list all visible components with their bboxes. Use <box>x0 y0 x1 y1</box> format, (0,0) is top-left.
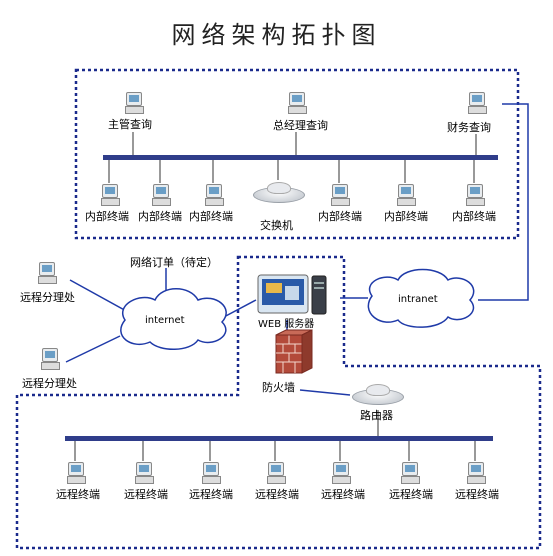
pc-label-finance: 财务查询 <box>447 121 491 134</box>
switch-icon <box>253 182 305 203</box>
online-order-label: 网络订单（待定） <box>130 256 218 269</box>
web-server-label: WEB 服务器 <box>258 319 315 330</box>
computer-icon <box>396 184 416 206</box>
computer-icon <box>201 462 221 484</box>
internal-terminal-label: 内部终端 <box>384 210 428 223</box>
remote-terminal-label: 远程终端 <box>56 488 100 501</box>
switch-label: 交换机 <box>260 219 293 232</box>
bottom-bus <box>65 436 493 441</box>
computer-icon <box>66 462 86 484</box>
server-icon <box>257 274 327 315</box>
firewall-icon <box>275 329 313 374</box>
computer-icon <box>151 184 171 206</box>
internet-cloud <box>120 288 227 350</box>
top-network-frame <box>74 68 520 240</box>
remote-terminal-label: 远程终端 <box>321 488 365 501</box>
diagram-title: 网络架构拓扑图 <box>171 21 382 49</box>
computer-icon <box>124 92 144 114</box>
internal-terminal-label: 内部终端 <box>85 210 129 223</box>
computer-icon <box>266 462 286 484</box>
internal-terminal-label: 内部终端 <box>452 210 496 223</box>
remote-terminal-label: 远程终端 <box>389 488 433 501</box>
computer-icon <box>37 262 57 284</box>
computer-icon <box>40 348 60 370</box>
intranet-link <box>478 103 529 301</box>
computer-icon <box>331 462 351 484</box>
internal-terminal-label: 内部终端 <box>318 210 362 223</box>
internet-label: internet <box>145 315 185 326</box>
branch-label: 远程分理处 <box>22 377 77 390</box>
branch-label: 远程分理处 <box>20 291 75 304</box>
router-label: 路由器 <box>360 409 393 422</box>
firewall-label: 防火墙 <box>262 381 295 394</box>
top-bus <box>103 155 498 160</box>
remote-terminal-label: 远程终端 <box>124 488 168 501</box>
bottom-network-frame <box>15 255 542 550</box>
router-icon <box>352 384 404 405</box>
computer-icon <box>466 462 486 484</box>
internal-terminal-label: 内部终端 <box>189 210 233 223</box>
computer-icon <box>465 184 485 206</box>
pc-label-gm: 总经理查询 <box>273 119 328 132</box>
intranet-label: intranet <box>398 294 438 305</box>
computer-icon <box>287 92 307 114</box>
computer-icon <box>400 462 420 484</box>
remote-terminal-label: 远程终端 <box>189 488 233 501</box>
intranet-cloud <box>367 268 475 328</box>
computer-icon <box>204 184 224 206</box>
remote-terminal-label: 远程终端 <box>455 488 499 501</box>
computer-icon <box>100 184 120 206</box>
computer-icon <box>467 92 487 114</box>
pc-label-manager: 主管查询 <box>108 118 152 131</box>
remote-terminal-label: 远程终端 <box>255 488 299 501</box>
internal-terminal-label: 内部终端 <box>138 210 182 223</box>
computer-icon <box>134 462 154 484</box>
computer-icon <box>330 184 350 206</box>
